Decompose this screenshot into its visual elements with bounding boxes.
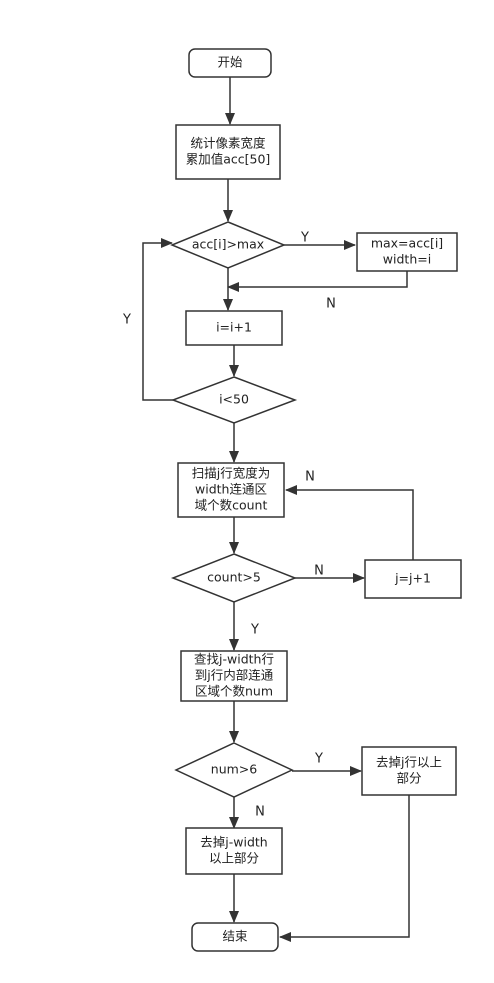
node-set-max: max=acc[i]width=i bbox=[356, 232, 458, 272]
edge-label-cmp_num-to-remove_above_jw: N bbox=[255, 805, 265, 820]
node-shape-process bbox=[180, 650, 288, 702]
node-cmp-count: count>5 bbox=[170, 553, 298, 603]
node-label-line: 部分 bbox=[396, 771, 421, 786]
node-end: 结束 bbox=[191, 922, 279, 952]
node-shape-decision bbox=[170, 376, 298, 424]
node-label-line: 去掉j-width bbox=[200, 835, 267, 850]
node-shape-process bbox=[177, 462, 285, 518]
edge-cmp_i-to-cmp_max bbox=[142, 238, 173, 401]
node-label-line: num>6 bbox=[211, 762, 257, 777]
node-label-line: width连通区 bbox=[195, 482, 267, 497]
node-label-line: 扫描j行宽度为 bbox=[192, 466, 270, 481]
node-shape-decision bbox=[170, 221, 286, 269]
node-inc-j: j=j+1 bbox=[364, 559, 462, 599]
edge-label-cmp_count-to-inc_j: N bbox=[314, 564, 324, 579]
node-cmp-max: acc[i]>max bbox=[170, 221, 286, 269]
node-start: 开始 bbox=[188, 48, 272, 78]
node-shape-decision bbox=[174, 742, 294, 798]
node-shape-process bbox=[361, 746, 457, 796]
node-shape-process bbox=[356, 232, 458, 272]
node-shape-process bbox=[185, 827, 283, 875]
node-shape-terminal bbox=[191, 922, 279, 952]
node-label-line: i=i+1 bbox=[216, 320, 252, 335]
node-label-line: 到j行内部连通 bbox=[195, 668, 274, 683]
node-inc-i: i=i+1 bbox=[185, 310, 283, 346]
edge-labels-layer: Y N Y N N Y Y N bbox=[122, 231, 336, 820]
edge-label-inc_j-to-scan: N bbox=[305, 470, 315, 485]
node-label-line: 累加值acc[50] bbox=[186, 152, 271, 167]
node-label-line: i<50 bbox=[219, 392, 249, 407]
node-shape-process bbox=[185, 310, 283, 346]
edge-set_max-to-cmp_max bbox=[227, 271, 408, 292]
node-shape-decision bbox=[170, 553, 298, 603]
node-shape-process bbox=[175, 124, 281, 180]
node-label-line: 以上部分 bbox=[209, 851, 259, 866]
edge-label-cmp_max-to-set_max: Y bbox=[300, 231, 309, 246]
node-label-line: max=acc[i] bbox=[371, 236, 443, 251]
node-label-line: count>5 bbox=[207, 570, 261, 585]
node-label-line: 开始 bbox=[217, 55, 243, 70]
node-cmp-i: i<50 bbox=[170, 376, 298, 424]
node-label-line: width=i bbox=[383, 252, 431, 267]
edge-label-cmp_count-to-find: Y bbox=[250, 623, 259, 638]
edges-layer bbox=[142, 77, 414, 942]
node-label-line: 统计像素宽度 bbox=[190, 136, 266, 151]
edge-remove_above_j-to-end bbox=[279, 795, 410, 942]
node-shape-process bbox=[364, 559, 462, 599]
node-label-line: acc[i]>max bbox=[192, 237, 264, 252]
node-label-line: 结束 bbox=[222, 929, 248, 944]
edge-label-cmp_i-to-cmp_max: Y bbox=[122, 313, 131, 328]
edge-inc_j-to-scan bbox=[285, 485, 414, 560]
node-label-line: 查找j-width行 bbox=[194, 652, 274, 667]
edge-label-cmp_num-to-remove_above_j: Y bbox=[314, 752, 323, 767]
node-label-line: j=j+1 bbox=[394, 571, 431, 586]
node-shape-terminal bbox=[188, 48, 272, 78]
node-label-line: 域个数count bbox=[195, 498, 268, 513]
edge-label-set_max-to-cmp_max: N bbox=[326, 297, 336, 312]
node-cmp-num: num>6 bbox=[174, 742, 294, 798]
node-label-line: 去掉j行以上 bbox=[376, 755, 442, 770]
node-label-line: 区域个数num bbox=[195, 684, 273, 699]
